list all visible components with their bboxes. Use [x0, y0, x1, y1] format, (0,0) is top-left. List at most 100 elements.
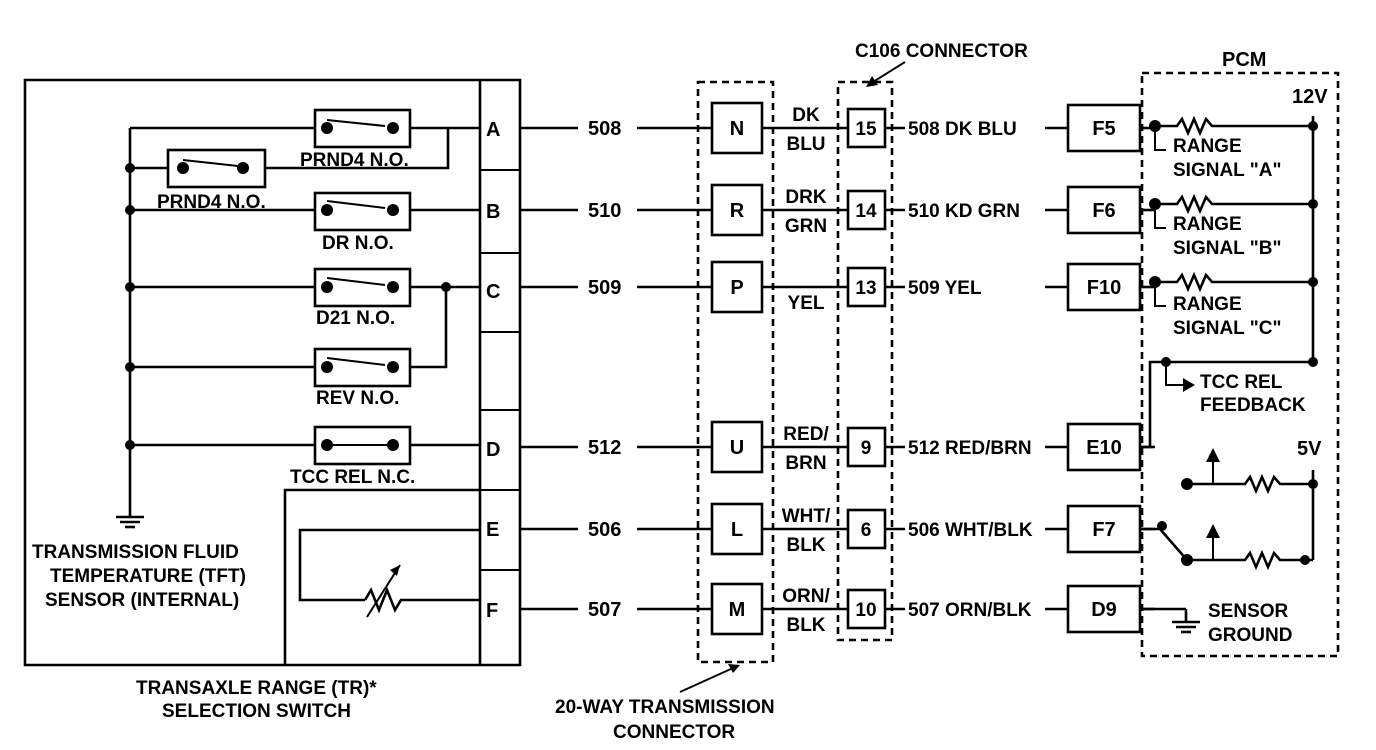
pcm-pin [1066, 584, 1142, 634]
pcm-wire-label: 510 KD GRN [908, 201, 1020, 222]
connector-c106-pin-label: 6 [861, 520, 872, 541]
common-bus [125, 126, 315, 517]
label-dr: DR N.O. [322, 233, 394, 254]
pcm-12v-bus [1308, 116, 1318, 367]
tcc-feedback-line1: TCC REL [1200, 372, 1283, 393]
connector-20way-title-2: CONNECTOR [613, 722, 735, 743]
tr-switch-title-line1: TRANSAXLE RANGE (TR)* [136, 678, 377, 699]
connector-c106-pin [846, 508, 887, 550]
wire-color-top: ORN/ [782, 586, 830, 607]
tcc-feedback-line2: FEEDBACK [1200, 395, 1306, 416]
tr-pin-f: F [486, 600, 498, 622]
range-a-line2: SIGNAL "A" [1173, 160, 1281, 181]
connector-c106-pin-label: 13 [855, 278, 876, 299]
connector-c106-pin [846, 266, 887, 308]
pcm-outline [1140, 71, 1340, 658]
connector-c106-pin [846, 107, 887, 149]
pcm-pin [1066, 185, 1142, 235]
connector-20way-pin-label: R [730, 200, 745, 222]
switch-prnd4-lower [166, 148, 267, 189]
connector-c106-pin [846, 588, 887, 630]
connector-20way-pin [710, 582, 764, 636]
connector-20way-pin [710, 101, 764, 155]
switch-rev [313, 347, 412, 388]
connector-20way-pin-label: P [730, 277, 743, 299]
tr-switch-title-line2: SELECTION SWITCH [162, 701, 351, 722]
label-prnd4-upper: PRND4 N.O. [300, 150, 409, 171]
wire-number: 507 [588, 599, 621, 621]
label-tcc-rel: TCC REL N.C. [290, 467, 415, 488]
range-c-line1: RANGE [1173, 294, 1242, 315]
range-b-line1: RANGE [1173, 214, 1242, 235]
connector-c106-outline [836, 80, 894, 642]
connector-c106-pin [846, 189, 887, 231]
connector-c106-pin-label: 9 [861, 438, 872, 459]
wire-color-bottom: BRN [785, 453, 826, 474]
label-d21: D21 N.O. [316, 308, 395, 329]
wire-number: 508 [588, 118, 621, 140]
pcm-pin-label: F10 [1087, 277, 1121, 299]
connector-c106-pin [846, 426, 887, 468]
wire-color-top: DRK [785, 187, 826, 208]
circuit-row: 512 U RED/BRN 9 512 RED/BRN E10 [520, 420, 1155, 474]
wire-color-top: DK [792, 105, 820, 126]
pcm-pin [1066, 103, 1142, 153]
label-rev: REV N.O. [316, 388, 399, 409]
connector-c106-title: C106 CONNECTOR [855, 41, 1028, 62]
pcm-pin [1066, 262, 1142, 312]
switch-d21 [313, 267, 412, 308]
tr-pin-b: B [486, 201, 500, 223]
connector-20way-pin [710, 260, 764, 314]
tcc-rel-feedback: TCC REL FEEDBACK [1140, 357, 1313, 449]
tr-pin-a: A [486, 119, 500, 141]
wire-color-top: WHT/ [782, 506, 831, 527]
range-a-line1: RANGE [1173, 136, 1242, 157]
tr-pin-e: E [486, 519, 499, 541]
tft-sensor [298, 528, 480, 618]
pcm-pin-label: F7 [1092, 519, 1115, 541]
wire-number: 512 [588, 437, 621, 459]
connector-c106-pin-label: 14 [855, 201, 877, 222]
range-signal-b: RANGE SIGNAL "B" [1149, 193, 1313, 259]
ground-symbol [116, 515, 144, 529]
tr-pin-labels: A B C D E F [486, 119, 500, 622]
wire-color-top: RED/ [783, 424, 829, 445]
switch-tcc-rel [313, 425, 412, 466]
pcm-pin-label: D9 [1091, 599, 1117, 621]
pcm-pin-label: E10 [1086, 437, 1122, 459]
sensor-ground-line2: GROUND [1208, 625, 1292, 646]
wire-color-bottom: YEL [788, 293, 825, 314]
tr-pin-c: C [486, 281, 500, 303]
tft-label-line3: SENSOR (INTERNAL) [45, 590, 239, 611]
connector-20way-pin [710, 183, 764, 237]
pcm-wire-label: 508 DK BLU [908, 119, 1017, 140]
switch-to-pin-wiring [265, 126, 480, 447]
pcm-pin-label: F6 [1092, 200, 1115, 222]
pcm-wire-label: 509 YEL [908, 278, 982, 299]
connector-20way-pin-label: N [730, 118, 744, 140]
sensor-ground: SENSOR GROUND [1140, 601, 1292, 646]
pcm-wire-label: 512 RED/BRN [908, 438, 1032, 459]
wire-number: 506 [588, 519, 621, 541]
range-c-line2: SIGNAL "C" [1173, 318, 1281, 339]
pcm-12v-label: 12V [1292, 86, 1328, 108]
connector-20way-outline [696, 80, 775, 664]
label-prnd4-lower: PRND4 N.O. [157, 192, 266, 213]
connector-20way-pin-label: L [731, 519, 743, 541]
switch-labels: PRND4 N.O. PRND4 N.O. DR N.O. D21 N.O. R… [157, 150, 415, 488]
tr-pin-d: D [486, 439, 500, 461]
pcm-5v-label: 5V [1297, 438, 1322, 460]
connector-c106-pin-label: 15 [855, 119, 877, 140]
tft-label-line1: TRANSMISSION FLUID [32, 542, 239, 563]
range-signal-a: RANGE SIGNAL "A" [1149, 115, 1313, 181]
tr-switch-title: TRANSAXLE RANGE (TR)* SELECTION SWITCH [136, 678, 377, 722]
connector-20way-pin-label: U [730, 437, 744, 459]
pcm-title: PCM [1222, 49, 1266, 71]
